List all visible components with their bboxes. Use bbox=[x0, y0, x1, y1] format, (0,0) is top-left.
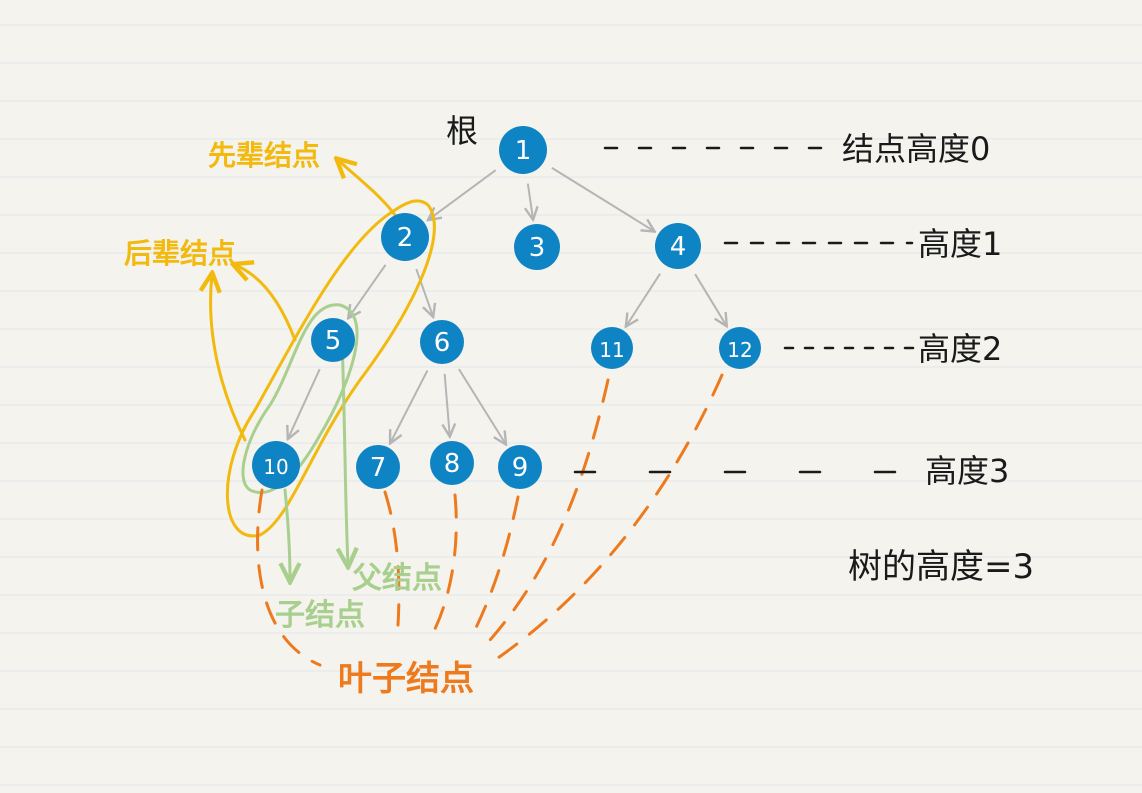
edge-n5-n10 bbox=[288, 368, 321, 438]
node-1: 1 bbox=[499, 126, 547, 174]
node-label: 10 bbox=[263, 455, 288, 479]
parent-child-group bbox=[241, 303, 359, 580]
node-label: 5 bbox=[325, 326, 342, 356]
node-circle bbox=[430, 441, 474, 485]
node-10: 10 bbox=[252, 441, 300, 489]
root-label: 根 bbox=[446, 112, 478, 150]
node-label: 4 bbox=[670, 232, 687, 262]
child-label: 子结点 bbox=[275, 598, 365, 633]
edge-n6-n8 bbox=[445, 373, 450, 435]
leaf-marker-7 bbox=[383, 490, 401, 627]
node-circle bbox=[311, 318, 355, 362]
edge-n4-n12 bbox=[694, 273, 726, 325]
node-circle bbox=[381, 213, 429, 261]
node-circle bbox=[252, 441, 300, 489]
node-7: 7 bbox=[356, 445, 400, 489]
node-label: 9 bbox=[512, 453, 529, 483]
edge-n2-n5 bbox=[349, 264, 387, 317]
node-circle bbox=[499, 126, 547, 174]
node-circle bbox=[719, 327, 761, 369]
edge-n6-n7 bbox=[391, 370, 429, 442]
node-5: 5 bbox=[311, 318, 355, 362]
ancestor-descendant-loop bbox=[226, 199, 436, 538]
edge-n2-n6 bbox=[415, 268, 432, 316]
level-0-label: 结点高度0 bbox=[842, 130, 990, 168]
leaf-marker-9 bbox=[468, 495, 520, 642]
node-label: 2 bbox=[397, 223, 414, 253]
node-circle bbox=[655, 223, 701, 269]
node-circle bbox=[356, 445, 400, 489]
leaf-markers bbox=[256, 373, 724, 667]
edge-n6-n9 bbox=[458, 368, 505, 443]
descendant-arrow bbox=[235, 265, 297, 342]
level-connectors bbox=[573, 146, 917, 474]
node-9: 9 bbox=[498, 445, 542, 489]
leaf-label: 叶子结点 bbox=[338, 659, 474, 699]
edge-n1-n4 bbox=[551, 167, 653, 231]
ruled-lines bbox=[0, 24, 1142, 786]
level-1-label: 高度1 bbox=[918, 225, 1002, 263]
node-11: 11 bbox=[591, 327, 633, 369]
ancestor-arrow bbox=[338, 160, 397, 217]
node-circle bbox=[591, 327, 633, 369]
child-arrow bbox=[285, 488, 290, 580]
level-3-label: 高度3 bbox=[925, 452, 1009, 490]
node-label: 8 bbox=[444, 449, 461, 479]
tree-edges bbox=[288, 167, 726, 443]
leaf-marker-11 bbox=[488, 378, 610, 642]
node-circle bbox=[498, 445, 542, 489]
node-2: 2 bbox=[381, 213, 429, 261]
ancestor-group bbox=[211, 160, 436, 538]
node-label: 6 bbox=[434, 328, 451, 358]
node-6: 6 bbox=[420, 320, 464, 364]
node-label: 11 bbox=[599, 338, 624, 362]
descendant-label: 后辈结点 bbox=[124, 237, 236, 270]
labels: 根 结点高度0 高度1 高度2 高度3 树的高度=3 先辈结点 后辈结点 父结点… bbox=[124, 112, 1034, 699]
node-8: 8 bbox=[430, 441, 474, 485]
node-label: 7 bbox=[370, 453, 387, 483]
node-3: 3 bbox=[514, 224, 560, 270]
parent-child-loop bbox=[241, 303, 359, 495]
node-label: 1 bbox=[515, 136, 532, 166]
parent-arrow bbox=[342, 338, 348, 565]
node-4: 4 bbox=[655, 223, 701, 269]
leaf-marker-12 bbox=[493, 373, 724, 662]
descendant-arrow-left bbox=[211, 275, 247, 442]
node-label: 3 bbox=[529, 233, 546, 263]
tree-height-label: 树的高度=3 bbox=[848, 547, 1034, 587]
level-2-label: 高度2 bbox=[918, 330, 1002, 368]
node-circle bbox=[514, 224, 560, 270]
edge-n4-n11 bbox=[627, 273, 661, 326]
edge-n1-n3 bbox=[528, 183, 533, 219]
parent-label: 父结点 bbox=[352, 561, 442, 596]
leaf-marker-8 bbox=[430, 493, 458, 637]
edge-n1-n2 bbox=[429, 169, 497, 219]
node-circle bbox=[420, 320, 464, 364]
node-label: 12 bbox=[727, 338, 752, 362]
ancestor-label: 先辈结点 bbox=[208, 139, 320, 172]
node-12: 12 bbox=[719, 327, 761, 369]
